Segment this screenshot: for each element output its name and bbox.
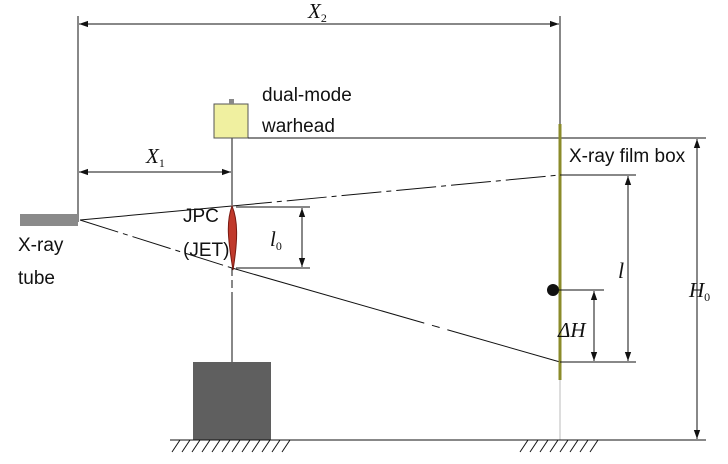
hatch-mark (251, 439, 261, 453)
hatch-mark (241, 439, 251, 453)
warhead-fuse (229, 99, 234, 104)
jpc-jet (227, 204, 238, 271)
hatch-mark (529, 439, 539, 453)
x2-dimension-label: X2 (307, 0, 327, 25)
x1-dimension-label: X1 (145, 144, 165, 170)
jpc-label-line2: (JET) (183, 240, 229, 261)
hatch-mark (271, 439, 281, 453)
hatch-mark (579, 439, 589, 453)
x-ray-tube (20, 214, 78, 226)
x-ray-tube-label-line2: tube (18, 268, 55, 289)
hatch-mark (201, 439, 211, 453)
hatch-mark (519, 439, 529, 453)
l-dimension-label: l (618, 258, 624, 283)
upper-beam-line-dashed (231, 174, 561, 207)
x-ray-tube-label-line1: X-ray (18, 235, 64, 256)
stand-ground-hatch (171, 439, 291, 453)
hatch-mark (211, 439, 221, 453)
hatch-mark (559, 439, 569, 453)
warhead-label-line1: dual-mode (262, 85, 352, 106)
hatch-mark (171, 439, 181, 453)
hatch-mark (281, 439, 291, 453)
warhead-label-line2: warhead (261, 116, 335, 137)
lower-beam-line-dashed (79, 219, 233, 269)
h0-dimension-label: H0 (688, 278, 710, 304)
lower-beam-line (231, 267, 561, 363)
hatch-mark (191, 439, 201, 453)
hatch-mark (231, 439, 241, 453)
delta-h-dimension-label: ΔH (557, 318, 587, 342)
hatch-mark (181, 439, 191, 453)
hatch-mark (221, 439, 231, 453)
hatch-mark (539, 439, 549, 453)
dual-mode-warhead (213, 103, 249, 139)
jpc-label-line1: JPC (183, 206, 219, 227)
l0-dimension-label: l0 (270, 227, 282, 253)
hatch-mark (569, 439, 579, 453)
film-box-label: X-ray film box (569, 146, 686, 167)
hatch-mark (589, 439, 599, 453)
film-ground-hatch (519, 439, 599, 453)
hatch-mark (261, 439, 271, 453)
upper-beam-line (79, 205, 233, 221)
warhead-stand (193, 362, 271, 440)
hatch-mark (549, 439, 559, 453)
